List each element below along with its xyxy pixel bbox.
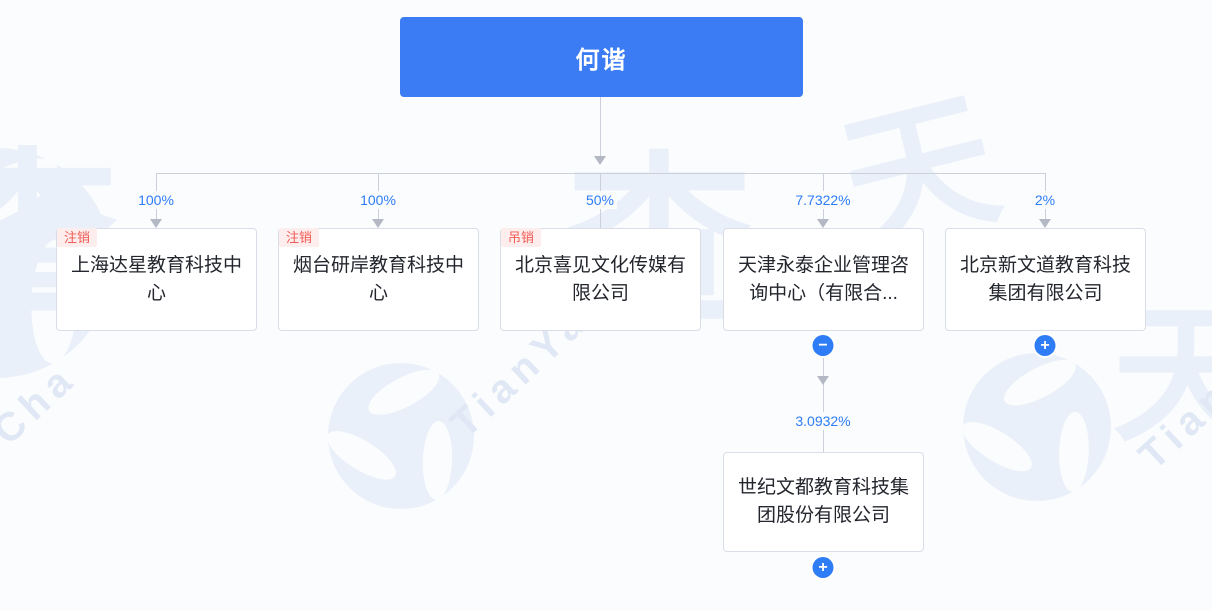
company-node[interactable]: 吊销 北京喜见文化传媒有限公司 xyxy=(500,228,701,331)
connector-child-arrow xyxy=(817,219,829,228)
status-badge-deregistered: 注销 xyxy=(57,228,98,247)
company-name: 北京喜见文化传媒有限公司 xyxy=(514,254,686,304)
connector-child-arrow xyxy=(372,219,384,228)
company-name: 烟台研岸教育科技中心 xyxy=(292,254,464,304)
connector-child-arrow xyxy=(150,219,162,228)
ownership-percent-label: 50% xyxy=(582,191,618,209)
status-badge-deregistered: 注销 xyxy=(279,228,320,247)
ownership-percent-label: 100% xyxy=(357,191,399,209)
status-badge-revoked: 吊销 xyxy=(501,228,542,247)
ownership-percent-label: 3.0932% xyxy=(792,412,854,430)
watermark-logo-swirl xyxy=(963,353,1111,501)
ownership-percent-label: 7.7322% xyxy=(792,191,854,209)
company-name: 天津永泰企业管理咨询中心（有限合... xyxy=(737,254,909,304)
collapse-button[interactable]: − xyxy=(812,335,834,356)
watermark-site-text: Cha xyxy=(0,355,86,454)
company-node[interactable]: 注销 上海达星教育科技中心 xyxy=(56,228,257,331)
connector-grandchild-arrow xyxy=(817,376,829,385)
watermark-logo-swirl xyxy=(328,363,474,509)
ownership-percent-label: 2% xyxy=(1031,191,1059,209)
company-node[interactable]: 注销 烟台研岸教育科技中心 xyxy=(278,228,479,331)
company-name: 北京新文道教育科技集团有限公司 xyxy=(959,254,1131,304)
connector-root-stem xyxy=(600,97,601,157)
company-node[interactable]: 北京新文道教育科技集团有限公司 xyxy=(945,228,1146,331)
expand-button[interactable]: + xyxy=(1034,335,1056,356)
connector-child-arrow xyxy=(1039,219,1051,228)
root-shareholder-node[interactable]: 何谐 xyxy=(400,17,803,97)
root-shareholder-name: 何谐 xyxy=(575,46,628,74)
expand-button[interactable]: + xyxy=(812,557,834,578)
company-name: 世纪文都教育科技集团股份有限公司 xyxy=(737,477,909,526)
connector-root-arrow xyxy=(594,156,606,165)
company-node[interactable]: 天津永泰企业管理咨询中心（有限合... xyxy=(723,228,924,331)
ownership-percent-label: 100% xyxy=(135,191,177,209)
company-node[interactable]: 世纪文都教育科技集团股份有限公司 xyxy=(723,452,924,552)
watermark-site-text: Tian xyxy=(1130,371,1212,479)
company-name: 上海达星教育科技中心 xyxy=(70,254,242,304)
connector-branch-bar xyxy=(156,173,1046,174)
connector-grandchild-stem xyxy=(823,355,824,452)
